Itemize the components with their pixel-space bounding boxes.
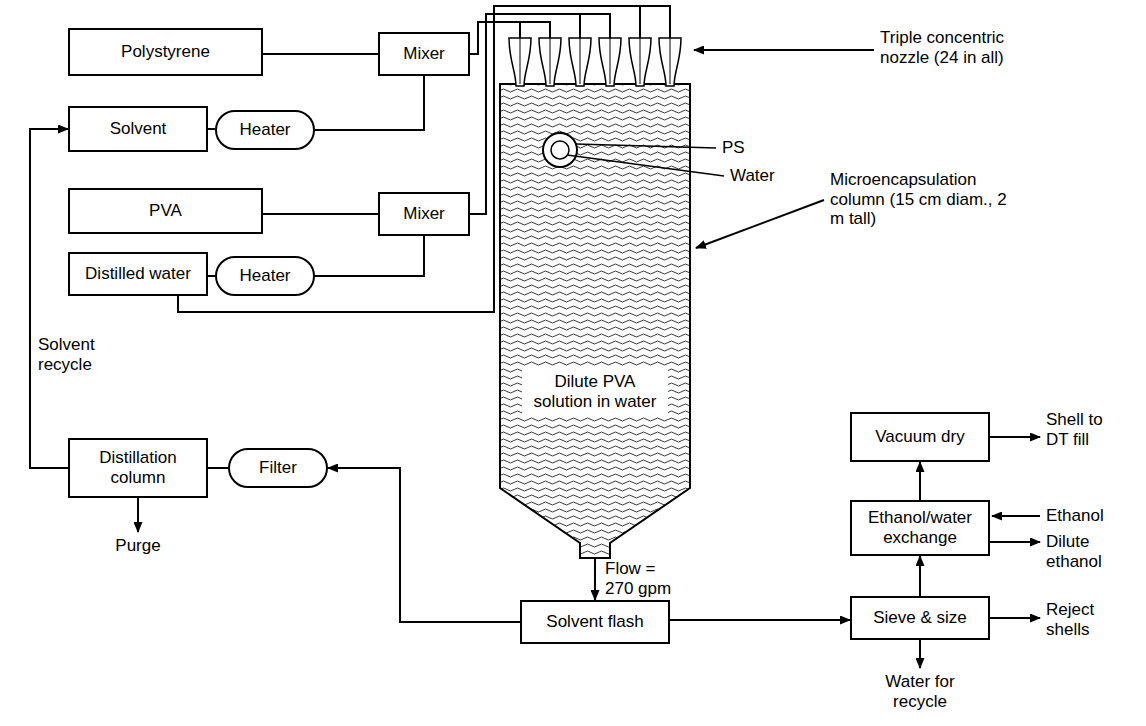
nozzle-core	[580, 38, 581, 84]
outflow-arrow	[990, 617, 1040, 619]
node-text: Sieve & size	[873, 608, 967, 628]
nozzle-core	[640, 38, 641, 84]
flow-line	[328, 468, 520, 622]
flow-line	[208, 467, 228, 469]
flow-line	[208, 128, 215, 130]
edge-label: Solvent recycle	[36, 335, 120, 374]
process-box: Solvent flash	[520, 600, 670, 644]
node-text: Polystyrene	[121, 42, 210, 62]
process-box: Vacuum dry	[850, 412, 990, 462]
node-text: Distillation column	[78, 448, 198, 487]
stream-label: Purge	[108, 536, 168, 556]
node-text: Heater	[239, 120, 290, 140]
column-body	[500, 84, 690, 558]
flow-line	[30, 129, 68, 468]
rounded-box: Heater	[215, 110, 315, 150]
flow-line	[263, 53, 378, 55]
stream-label: Shell to DT fill	[1046, 410, 1112, 449]
process-box: Distillation column	[68, 438, 208, 498]
node-text: Heater	[239, 266, 290, 286]
callout-label: Water	[730, 166, 775, 186]
manifold-drop	[639, 6, 641, 38]
outflow-arrow	[990, 541, 1040, 543]
node-text: PVA	[149, 201, 182, 221]
process-box: Sieve & size	[850, 596, 990, 640]
vessel-label: Dilute PVA solution in water	[522, 368, 668, 415]
process-box: Polystyrene	[68, 28, 263, 76]
column-outline	[500, 38, 690, 558]
node-text: Mixer	[403, 204, 445, 224]
node-text: Ethanol/water exchange	[860, 508, 980, 547]
leader-line	[576, 144, 716, 148]
outflow-arrow	[919, 640, 921, 668]
nozzle-core	[520, 38, 521, 84]
nozzle	[659, 38, 681, 86]
flow-line	[919, 462, 921, 500]
nozzle	[629, 38, 651, 86]
process-box: Mixer	[378, 32, 470, 76]
flow-line	[315, 76, 424, 130]
outflow-arrow	[990, 436, 1040, 438]
flow-line	[263, 213, 378, 215]
nozzle	[509, 38, 531, 86]
stream-label: Reject shells	[1046, 600, 1112, 639]
inflow-arrow	[992, 515, 1040, 517]
node-text: Vacuum dry	[875, 427, 964, 447]
flow-line	[594, 558, 596, 600]
process-box: Ethanol/water exchange	[850, 500, 990, 556]
stream-label: Dilute ethanol	[1046, 532, 1116, 571]
outflow-arrow	[137, 498, 139, 532]
process-box: PVA	[68, 188, 263, 234]
edge-label: Flow = 270 gpm	[603, 559, 687, 598]
nozzle	[569, 38, 591, 86]
callout-arrow	[694, 49, 874, 51]
manifold-drop	[579, 14, 581, 38]
flow-line	[208, 275, 215, 277]
callout-label: Microencapsulation column (15 cm diam., …	[830, 170, 1025, 229]
process-box: Mixer	[378, 192, 470, 236]
manifold-drop	[519, 22, 521, 38]
node-text: Solvent	[110, 119, 167, 139]
leader-line	[567, 155, 724, 176]
nozzle	[599, 38, 621, 86]
rounded-box: Filter	[228, 448, 328, 488]
shell-drop	[543, 133, 577, 167]
callout-label: Triple concentric nozzle (24 in all)	[880, 28, 1050, 67]
nozzle-core	[550, 38, 551, 84]
callout-label: PS	[722, 138, 745, 158]
nozzle-core	[610, 38, 611, 84]
node-text: Filter	[259, 458, 297, 478]
process-box: Solvent	[68, 106, 208, 152]
column-vessel: Dilute PVA solution in water	[500, 38, 690, 558]
node-text: Distilled water	[85, 264, 191, 284]
stream-label: Water for recycle	[865, 672, 975, 711]
rounded-box: Heater	[215, 256, 315, 296]
water-core	[551, 141, 569, 159]
nozzle	[539, 38, 561, 86]
flow-line	[919, 556, 921, 596]
nozzle-core	[670, 38, 671, 84]
node-text: Mixer	[403, 44, 445, 64]
stream-label: Ethanol	[1046, 506, 1136, 526]
callout-arrow	[696, 200, 824, 248]
flow-line	[670, 619, 850, 621]
process-box: Distilled water	[68, 252, 208, 296]
flow-line	[315, 236, 424, 276]
node-text: Solvent flash	[546, 612, 643, 632]
